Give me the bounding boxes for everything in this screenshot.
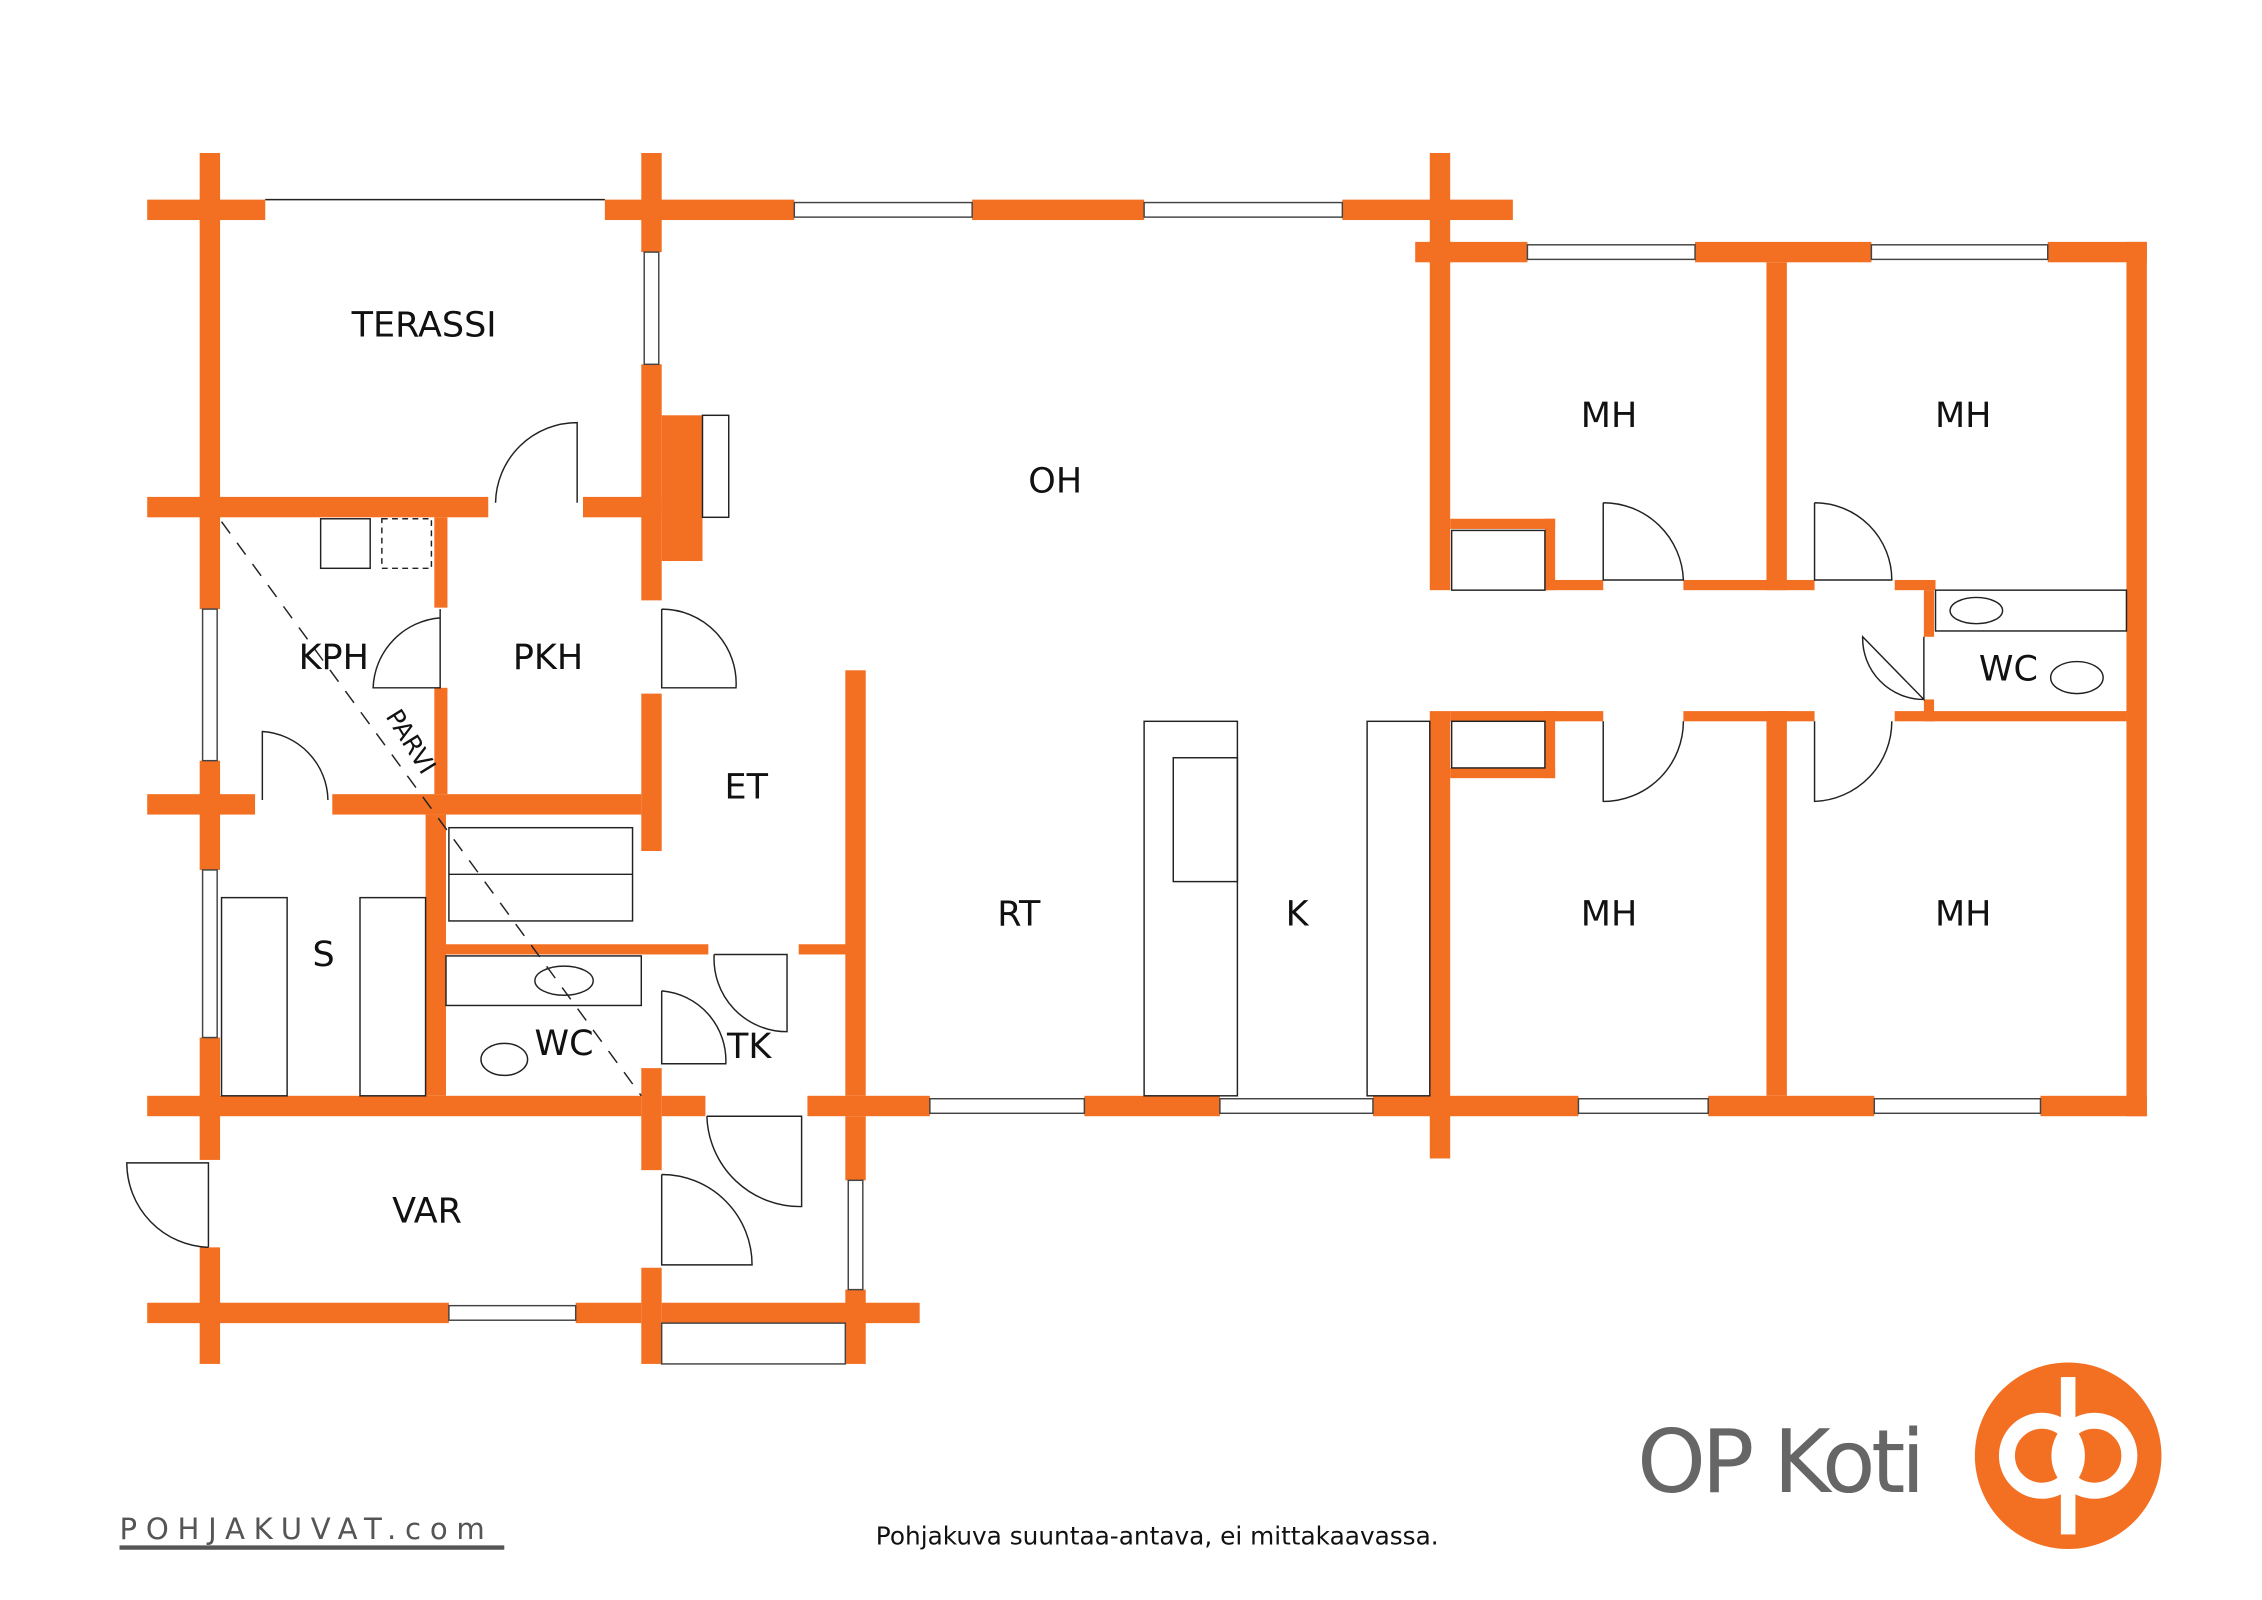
room-mh-3: MH: [1581, 894, 1637, 934]
room-mh-2: MH: [1935, 396, 1991, 436]
room-tk: TK: [726, 1027, 772, 1067]
op-koti-brand: OP Koti: [1637, 1411, 1921, 1513]
walls: [147, 153, 2147, 1364]
disclaimer-text: Pohjakuva suuntaa-antava, ei mittakaavas…: [876, 1522, 1439, 1551]
pohjakuvat-logo: POHJAKUVAT.com: [120, 1512, 494, 1546]
room-wc-right: WC: [1979, 650, 2038, 690]
room-et: ET: [724, 768, 768, 808]
room-mh-1: MH: [1581, 396, 1637, 436]
room-k: K: [1286, 894, 1310, 934]
footer: POHJAKUVAT.com Pohjakuva suuntaa-antava,…: [120, 1362, 2162, 1551]
room-parvi: PARVI: [380, 704, 442, 779]
room-rt: RT: [997, 894, 1041, 934]
room-var: VAR: [392, 1192, 462, 1232]
room-kph: KPH: [299, 638, 369, 678]
room-oh: OH: [1028, 462, 1082, 502]
room-mh-4: MH: [1935, 894, 1991, 934]
doors: [126, 421, 1925, 1266]
op-logo-icon: [1974, 1362, 2162, 1549]
room-s: S: [312, 935, 334, 975]
windows: [201, 198, 2049, 1365]
fixtures: [220, 414, 2128, 1097]
room-terassi: TERASSI: [351, 306, 497, 346]
room-pkh: PKH: [513, 638, 583, 678]
room-wc-left: WC: [535, 1024, 594, 1064]
